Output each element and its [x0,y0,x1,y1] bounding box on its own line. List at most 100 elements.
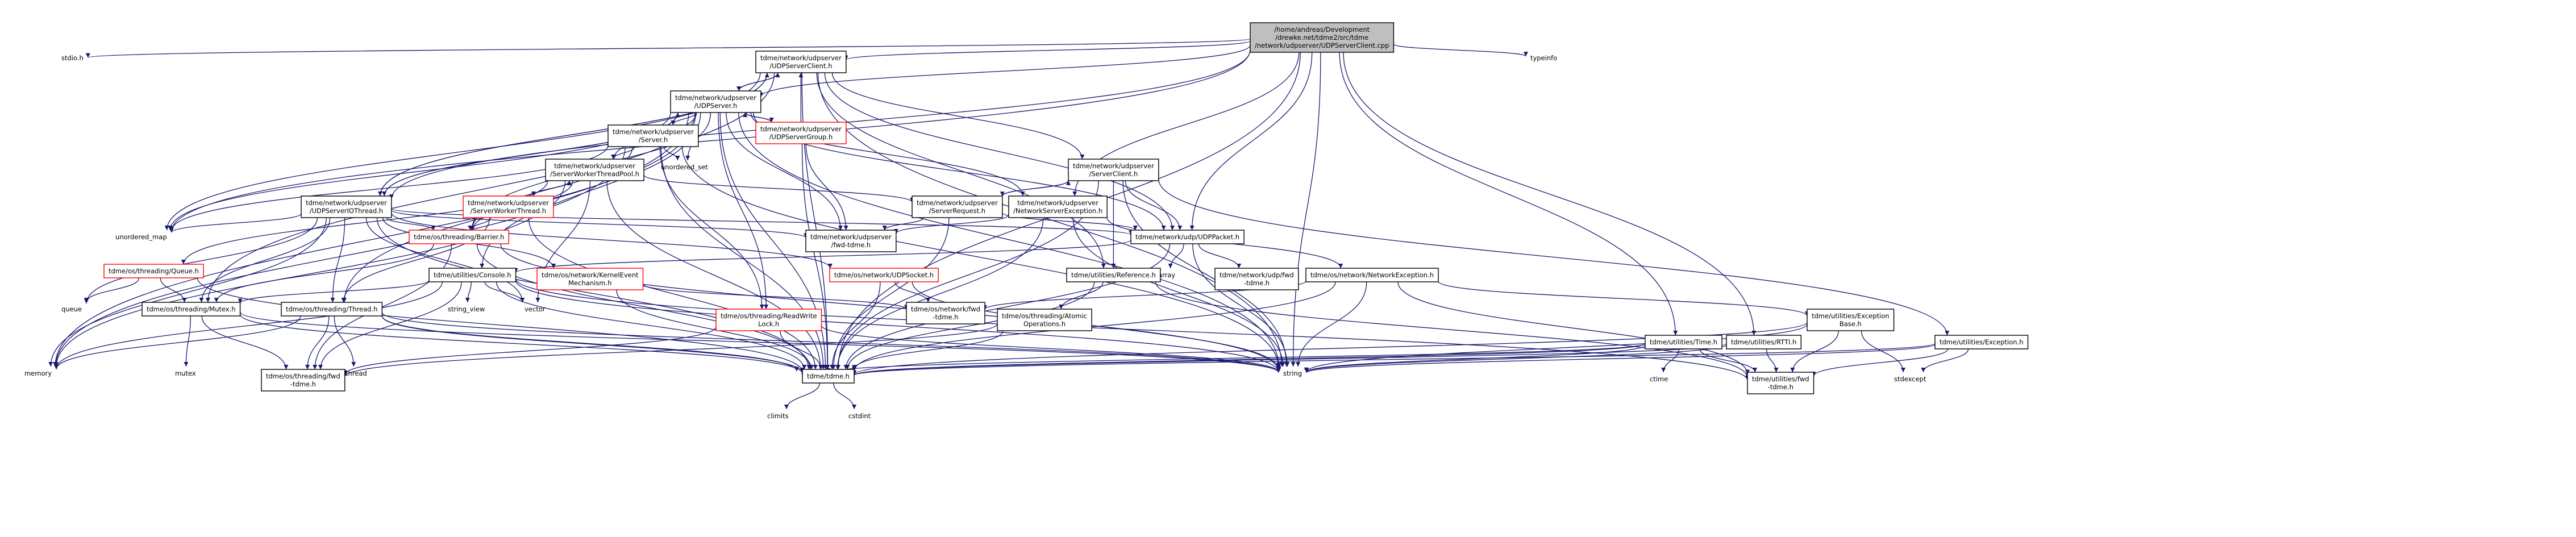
node-udpsocket-h[interactable]: tdme/os/network/UDPSocket.h [829,268,939,282]
node-label: Base.h [1840,320,1862,328]
node-threading-fwd[interactable]: tdme/os/threading/fwd-tdme.h [261,369,346,392]
node-barrier-h[interactable]: tdme/os/threading/Barrier.h [409,230,509,244]
node-label: tdme/os/threading/Thread.h [286,305,377,313]
node-queue-h[interactable]: tdme/os/threading/Queue.h [103,264,204,278]
include-edge [611,146,635,160]
node-label: /home/andreas/Development [1274,26,1370,34]
node-box [906,302,985,324]
node-label: tdme/network/udpserver [468,199,549,207]
node-mutex-h[interactable]: tdme/os/threading/Mutex.h [142,302,241,317]
node-serverrequest-h[interactable]: tdme/network/udpserver/ServerRequest.h [912,195,1003,218]
node-time-h[interactable]: tdme/utilities/Time.h [1645,335,1722,349]
node-tdme-h[interactable]: tdme/tdme.h [802,369,855,384]
include-edge [391,212,833,269]
include-edge [831,72,1085,160]
include-edge [515,280,1281,372]
node-osnet-fwd[interactable]: tdme/os/network/fwd-tdme.h [906,302,985,324]
include-edge [758,45,1251,97]
include-edge [1059,281,1104,310]
include-edge [685,112,711,161]
include-edge [1296,281,1367,367]
include-edge [386,217,436,231]
node-label: -tdme.h [1768,383,1793,391]
include-edge [643,174,914,203]
include-edge [826,343,1646,373]
node-array: array [1158,271,1175,279]
node-thread: thread [346,369,367,377]
node-box [1305,268,1439,282]
node-serverworkerthread-h[interactable]: tdme/network/udpserver/ServerWorkerThrea… [463,195,554,218]
node-label: tdme/tdme.h [807,372,850,380]
include-edge [681,146,1281,368]
node-queue: queue [61,305,82,313]
node-stdexcept: stdexcept [1894,375,1926,383]
node-networkserverexception-h[interactable]: tdme/network/udpserver/NetworkServerExce… [1008,195,1108,218]
node-server-h[interactable]: tdme/network/udpserver/Server.h [607,124,699,147]
node-label: tdme/network/udpserver [1017,199,1098,207]
node-label: tdme/network/udp/UDPPacket.h [1135,233,1239,241]
node-label: tdme/network/udpserver [760,125,842,133]
node-label: /fwd-tdme.h [831,241,871,249]
node-label: -tdme.h [1244,279,1270,287]
nodes-layer: /home/andreas/Development/drewke.net/tdm… [24,22,2029,420]
node-box [1068,159,1159,181]
node-thread-h[interactable]: tdme/os/threading/Thread.h [281,302,383,317]
node-rtti-h[interactable]: tdme/utilities/RTTI.h [1726,335,1802,349]
node-label: thread [346,369,367,377]
node-udpservergroup-h[interactable]: tdme/network/udpserver/UDPServerGroup.h [755,122,847,144]
include-edge [169,49,1251,232]
node-box [536,268,644,290]
include-edge [391,209,808,239]
node-box [463,195,554,218]
node-udppacket-h[interactable]: tdme/network/udp/UDPPacket.h [1130,230,1245,244]
node-reference-h[interactable]: tdme/utilities/Reference.h [1066,268,1161,282]
node-udp-fwd[interactable]: tdme/network/udp/fwd-tdme.h [1214,268,1299,290]
node-label: tdme/utilities/RTTI.h [1731,338,1796,346]
node-utilities-fwd[interactable]: tdme/utilities/fwd-tdme.h [1747,372,1815,394]
include-edge [239,314,805,374]
include-edge [515,278,1750,381]
include-edge [305,315,330,370]
node-networkexception-h[interactable]: tdme/os/network/NetworkException.h [1305,268,1439,282]
include-edge [1438,281,1809,317]
node-exception-h[interactable]: tdme/utilities/Exception.h [1934,335,2029,349]
node-label: tdme/network/udpserver [613,128,694,136]
node-console-h[interactable]: tdme/utilities/Console.h [428,268,517,282]
include-edge [533,180,572,197]
include-edge [342,323,998,377]
node-label: tdme/os/threading/ReadWrite [721,312,817,320]
include-edge [830,281,881,370]
node-label: Operations.h [1023,320,1066,328]
node-label: tdme/utilities/Time.h [1650,338,1717,346]
node-label: Mechanism.h [568,279,611,287]
node-label: tdme/utilities/Exception [1812,312,1890,320]
node-label: /network/udpserver/UDPServerClient.cpp [1255,41,1389,49]
node-udpserveriothread-h[interactable]: tdme/network/udpserver/UDPServerIOThread… [301,195,392,218]
include-edge [54,281,443,369]
node-box [545,159,644,181]
node-label: tdme/network/udpserver [810,233,892,241]
node-udpserver-h[interactable]: tdme/network/udpserver/UDPServer.h [670,90,761,113]
node-label: /UDPServerGroup.h [769,133,833,141]
include-edge [1125,180,1183,231]
include-edge [852,343,1646,376]
node-label: tdme/utilities/Reference.h [1071,271,1156,279]
include-edge [197,277,805,372]
include-edge [660,146,826,370]
node-udpserver-fwd[interactable]: tdme/network/udpserver/fwd-tdme.h [805,230,897,252]
node-climits: climits [767,412,789,420]
node-serverclient-h[interactable]: tdme/network/udpserver/ServerClient.h [1068,159,1159,181]
node-udpserverclient-h[interactable]: tdme/network/udpserver/UDPServerClient.h [755,51,847,73]
node-serverworkerthreadpool-h[interactable]: tdme/network/udpserver/ServerWorkerThrea… [545,159,644,181]
include-edge [334,315,356,367]
edges-layer [48,38,1969,410]
include-edge [882,217,924,231]
node-label: /UDPServer.h [694,102,738,110]
include-edge [912,281,1281,371]
node-box [1130,230,1245,244]
include-edge [84,277,140,303]
